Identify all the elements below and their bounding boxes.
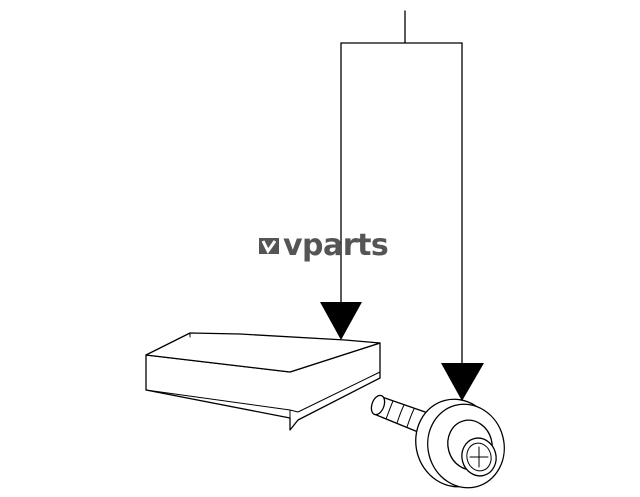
bolt-tip [370, 394, 386, 416]
callout-arrowhead-bracket [320, 302, 362, 340]
bolt-thread-3 [406, 408, 415, 428]
bolt-thread-1 [385, 400, 394, 420]
leader-lines [340, 10, 463, 364]
bracket-part [145, 332, 381, 431]
bolt-cross-recess [469, 446, 489, 468]
bolt-part [370, 394, 505, 489]
bracket-lip [145, 371, 381, 419]
bolt-thread-2 [396, 404, 405, 424]
callout-arrowhead-bolt [441, 363, 484, 401]
bolt-head-inner [466, 442, 492, 472]
